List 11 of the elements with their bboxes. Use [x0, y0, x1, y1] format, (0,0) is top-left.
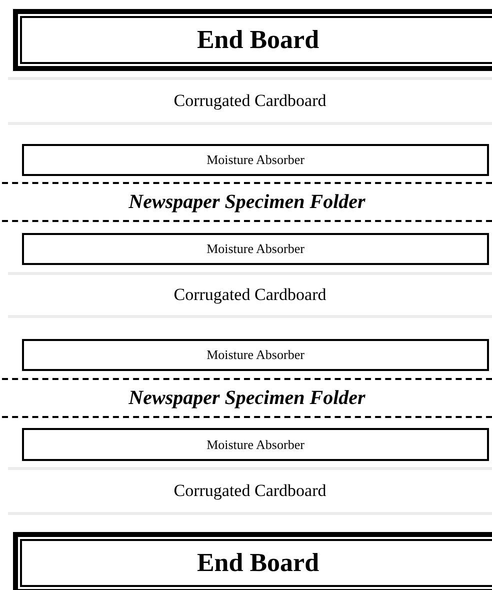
- folder-layer: Newspaper Specimen Folder: [2, 182, 492, 222]
- absorber-layer: Moisture Absorber: [22, 144, 489, 176]
- cardboard-layer: Corrugated Cardboard: [8, 77, 492, 125]
- cardboard-layer: Corrugated Cardboard: [8, 467, 492, 515]
- folder-layer: Newspaper Specimen Folder: [2, 378, 492, 418]
- cardboard-layer: Corrugated Cardboard: [8, 272, 492, 318]
- end-board-panel: End Board: [13, 9, 492, 71]
- absorber-layer: Moisture Absorber: [22, 233, 489, 265]
- absorber-layer: Moisture Absorber: [22, 428, 489, 461]
- end-board-panel: End Board: [13, 532, 492, 590]
- absorber-layer: Moisture Absorber: [22, 339, 489, 371]
